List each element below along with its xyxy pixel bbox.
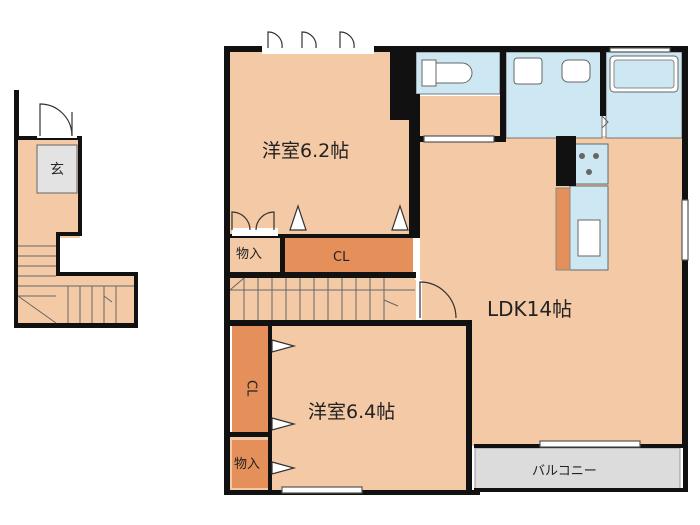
stairs-annex (17, 245, 134, 324)
room-label-storage-lower: 物入 (234, 457, 260, 472)
entrance-door (37, 103, 77, 138)
entrance-annex (14, 90, 138, 328)
doors (231, 31, 689, 494)
room-label-ldk: LDK14帖 (487, 297, 572, 321)
kitchen-counter (555, 143, 609, 271)
room-label-western-upper: 洋室6.2帖 (262, 140, 349, 162)
room-label-western-lower: 洋室6.4帖 (308, 401, 395, 423)
room-fills (230, 52, 685, 491)
wet-area (415, 51, 683, 139)
room-label-closet-upper: CL (333, 250, 350, 265)
room-label-entrance: 玄 (50, 161, 64, 178)
room-label-storage-upper: 物入 (236, 247, 262, 262)
room-label-balcony: バルコニー (532, 464, 597, 479)
room-label-closet-lower: CL (244, 380, 259, 397)
stairs-main (229, 277, 415, 322)
